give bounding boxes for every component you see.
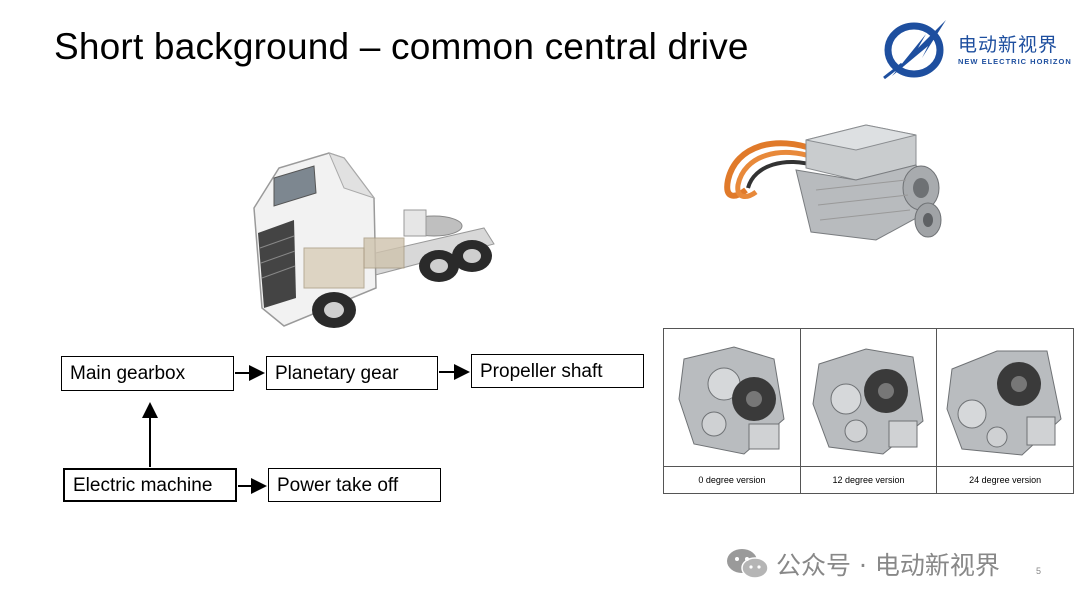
wechat-icon: [727, 549, 769, 579]
slide-title: Short background – common central drive: [54, 26, 749, 67]
logo-name-cn: 电动新视界: [958, 34, 1059, 56]
main-gearbox-box: Main gearbox: [61, 356, 234, 391]
logo-name-en: NEW ELECTRIC HORIZON: [958, 57, 1072, 66]
planetary-gear-box: Planetary gear: [266, 356, 438, 390]
version-column-24: 24 degree version: [937, 329, 1074, 493]
power-take-off-box: Power take off: [268, 468, 441, 502]
version-column-0: 0 degree version: [664, 329, 801, 493]
page-number: 5: [1036, 566, 1042, 576]
version-caption: 0 degree version: [698, 475, 766, 485]
lightning-globe-icon: [883, 20, 946, 80]
propeller-shaft-box: Propeller shaft: [471, 354, 644, 388]
gearbox-0-degree-image: [664, 329, 800, 467]
version-caption: 12 degree version: [832, 475, 905, 485]
watermark-text: 公众号 · 电动新视界: [776, 551, 1000, 580]
brand-logo: 电动新视界 NEW ELECTRIC HORIZON: [882, 14, 1072, 84]
electric-machine-box: Electric machine: [63, 468, 237, 502]
version-caption: 24 degree version: [969, 475, 1042, 485]
truck-image: [253, 152, 495, 328]
gearbox-versions-table: 0 degree version 12 degree version: [663, 328, 1074, 494]
gearbox-24-degree-image: [937, 329, 1074, 467]
drive-unit-image: [724, 124, 942, 241]
gearbox-12-degree-image: [800, 329, 937, 467]
version-column-12: 12 degree version: [800, 329, 938, 493]
wechat-watermark: 公众号 · 电动新视界: [726, 546, 1000, 582]
